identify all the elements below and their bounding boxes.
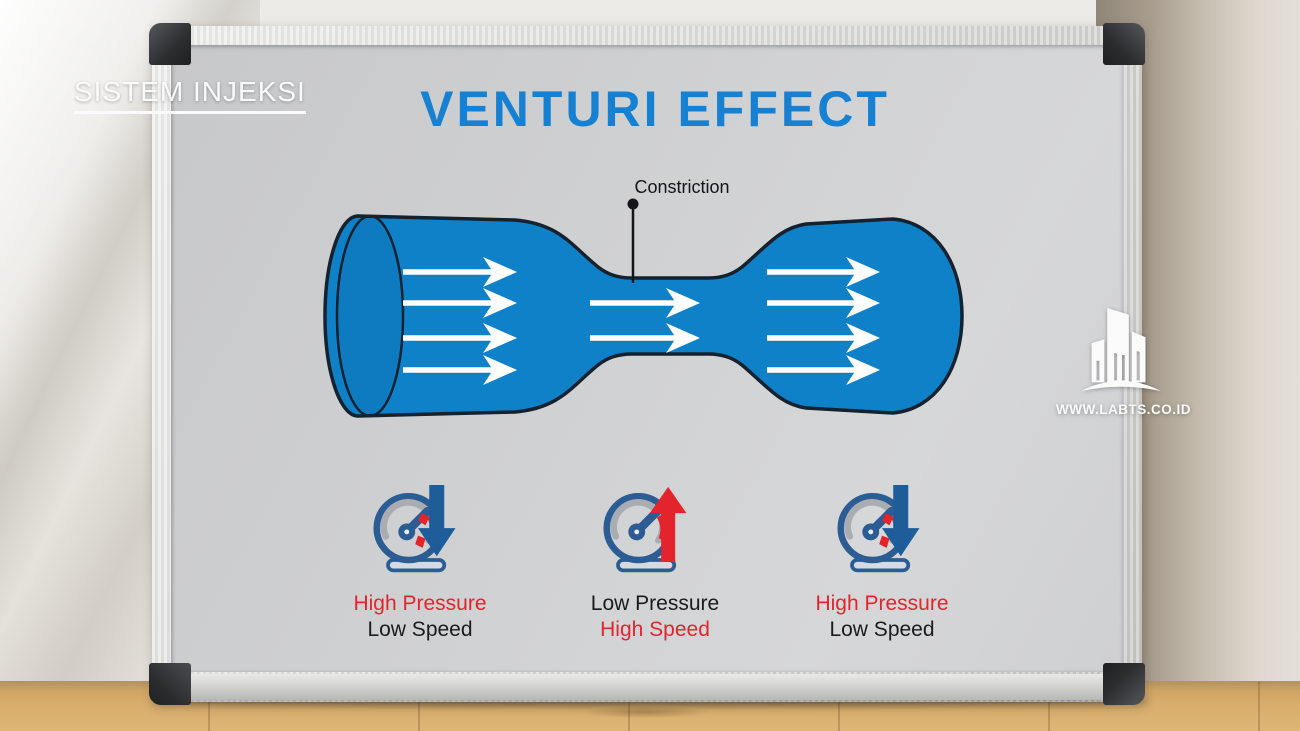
pressure-state-label: Low Pressure [590,592,720,615]
building-logo-icon [1080,307,1162,392]
speed-state-label: Low Speed [367,618,473,641]
speed-state-label: Low Speed [829,618,935,641]
pressure-down-arrow-icon [415,485,456,557]
gauge-caption-throat: Low Pressure High Speed [550,591,760,643]
page-title: VENTURI EFFECT [420,81,890,137]
speed-state-label: High Speed [600,618,710,641]
gauge-caption-inlet: High Pressure Low Speed [315,591,525,643]
brand-url-label: WWW.LABTS.CO.ID [1056,402,1191,417]
wood-grain-detail [580,706,710,718]
pressure-down-arrow-icon [879,485,920,557]
frame-corner-cap [149,23,191,65]
frame-corner-cap [149,663,191,705]
frame-corner-cap [1103,23,1145,65]
video-title-overlay: SISTEM INJEKSI [74,76,306,114]
gauge-caption-outlet: High Pressure Low Speed [777,591,987,643]
whiteboard-surface [171,45,1123,672]
marker-tray [160,674,1134,700]
pressure-up-arrow-icon [649,486,687,562]
constriction-label: Constriction [634,177,730,197]
frame-corner-cap [1103,663,1145,705]
brand-watermark: WWW.LABTS.CO.ID [1056,302,1191,417]
pressure-gauge-outlet [827,485,937,575]
pressure-state-label: High Pressure [815,592,949,615]
pressure-gauge-throat [593,485,703,575]
pressure-gauge-inlet [363,485,473,575]
pressure-state-label: High Pressure [353,592,487,615]
